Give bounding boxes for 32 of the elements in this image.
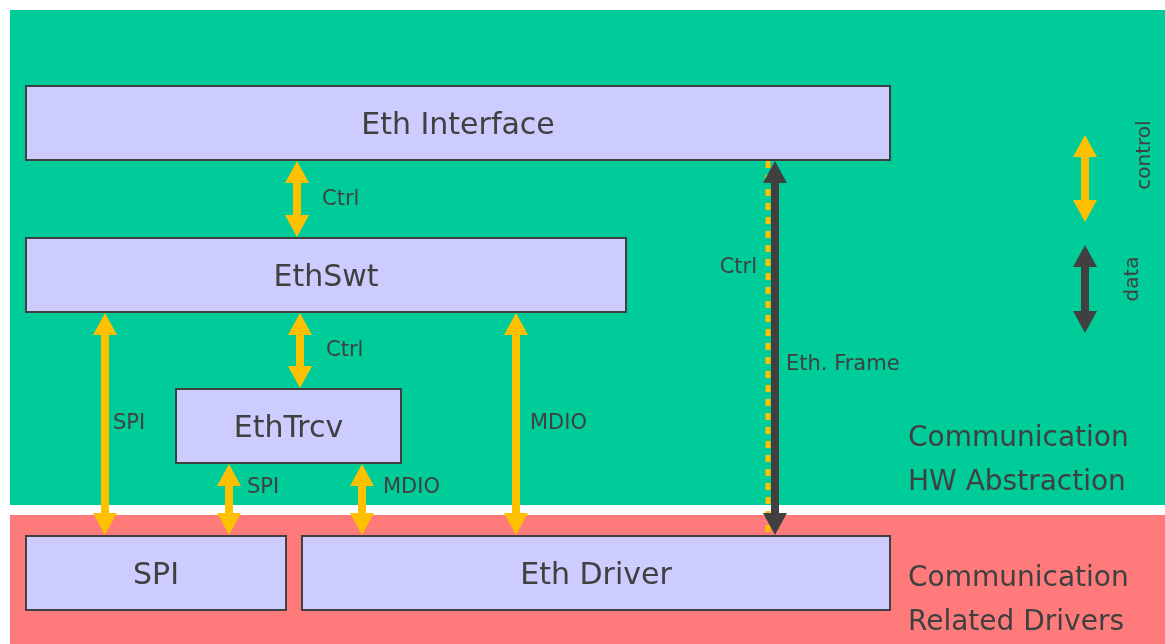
- double-arrow: [350, 464, 374, 535]
- double-arrow: [288, 313, 312, 388]
- double-arrow: [217, 464, 241, 535]
- module-box: [301, 535, 891, 611]
- edge-label: Ctrl: [326, 337, 364, 361]
- edge-label: SPI: [247, 474, 280, 498]
- legend-label: data: [1118, 256, 1143, 302]
- layer-label: Communication HW Abstraction: [908, 419, 1130, 499]
- edge-label: MDIO: [383, 474, 440, 498]
- edge-label: MDIO: [530, 410, 587, 434]
- layer-band: [10, 515, 1165, 644]
- dotted-connector: [765, 161, 771, 535]
- module-label: EthTrcv: [233, 408, 344, 444]
- module-label: EthSwt: [273, 257, 379, 293]
- module-label: Eth Driver: [520, 555, 672, 591]
- layer-band: [10, 10, 1165, 505]
- double-arrow: [763, 161, 787, 535]
- module-box: [25, 535, 287, 611]
- edge-label: Eth. Frame: [786, 351, 900, 375]
- layer-label: Communication Related Drivers: [908, 559, 1130, 639]
- double-arrow: [504, 313, 528, 535]
- double-arrow: [285, 161, 309, 237]
- module-box: [25, 237, 627, 313]
- module-box: [175, 388, 402, 464]
- legend-label: control: [1130, 120, 1155, 190]
- edge-label: SPI: [113, 410, 146, 434]
- edge-label: Ctrl: [322, 186, 360, 210]
- module-label: SPI: [133, 555, 179, 591]
- double-arrow: [93, 313, 117, 535]
- module-box: [25, 85, 891, 161]
- edge-label: Ctrl: [719, 254, 757, 278]
- module-label: Eth Interface: [361, 105, 555, 141]
